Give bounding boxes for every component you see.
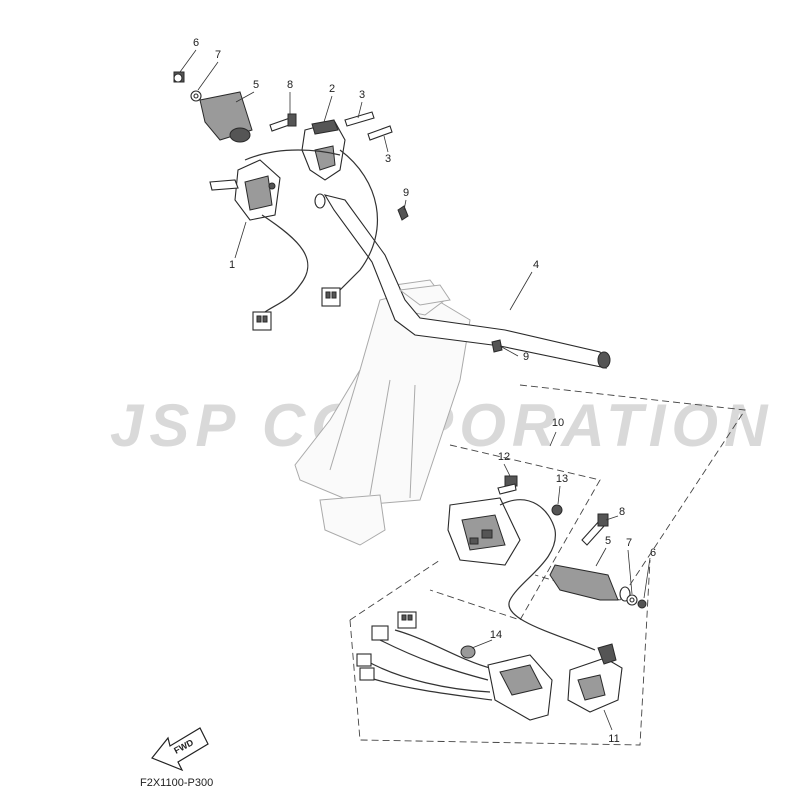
callout-8-right: 8 [619,506,625,518]
left-connector-b [321,287,341,307]
nut-13 [551,504,563,516]
screw-3-upper [344,111,375,127]
left-screw-6 [173,71,185,83]
callout-8-left: 8 [287,79,293,91]
callout-9-lower: 9 [523,351,529,363]
left-bolt-8 [269,113,297,132]
handlebar [314,193,611,369]
left-wiring [244,149,379,313]
callout-9-upper: 9 [403,187,409,199]
screw-9-upper [397,205,409,221]
callout-5-left: 5 [253,79,259,91]
lower-connector-a [397,611,417,629]
callout-7-left: 7 [215,49,221,61]
upper-clamp [301,119,346,181]
right-grip [549,564,631,602]
right-washer-7 [626,594,638,606]
cap-14 [460,645,476,659]
callout-10: 10 [552,417,564,429]
callout-14: 14 [490,629,502,641]
left-connector-a [252,311,272,331]
callout-3-lower: 3 [385,153,391,165]
callout-3-upper: 3 [359,89,365,101]
lower-harness [364,629,493,701]
callout-7-right: 7 [626,537,632,549]
callout-11: 11 [608,733,619,745]
callout-6-left: 6 [193,37,199,49]
callout-1: 1 [229,259,235,271]
left-washer-7 [190,90,202,102]
callout-6-right: 6 [650,547,656,559]
left-switch-housing [209,159,281,221]
lower-connector-c [356,653,372,667]
lower-connector-d [359,667,375,681]
right-bolt-8 [581,513,609,546]
lever-sensor-11 [567,643,623,713]
callout-4: 4 [533,259,539,271]
leader-lines [179,49,651,731]
screw-12 [497,475,518,495]
throttle-switch [487,654,553,721]
callout-5-right: 5 [605,535,611,547]
screw-9-lower [491,339,503,353]
right-switch-box [447,497,596,651]
callout-2: 2 [329,83,335,95]
callout-labels: 1 2 3 3 4 5 5 6 6 7 7 8 8 9 9 10 11 12 1… [193,37,656,745]
callout-13: 13 [556,473,568,485]
screw-3-lower [367,125,393,141]
right-screw-6 [637,599,647,609]
lower-connector-b [371,625,389,641]
diagram-code: F2X1100-P300 [140,777,213,789]
left-grip [199,91,253,143]
fwd-arrow-icon: FWD [151,727,209,772]
callout-12: 12 [498,451,510,463]
